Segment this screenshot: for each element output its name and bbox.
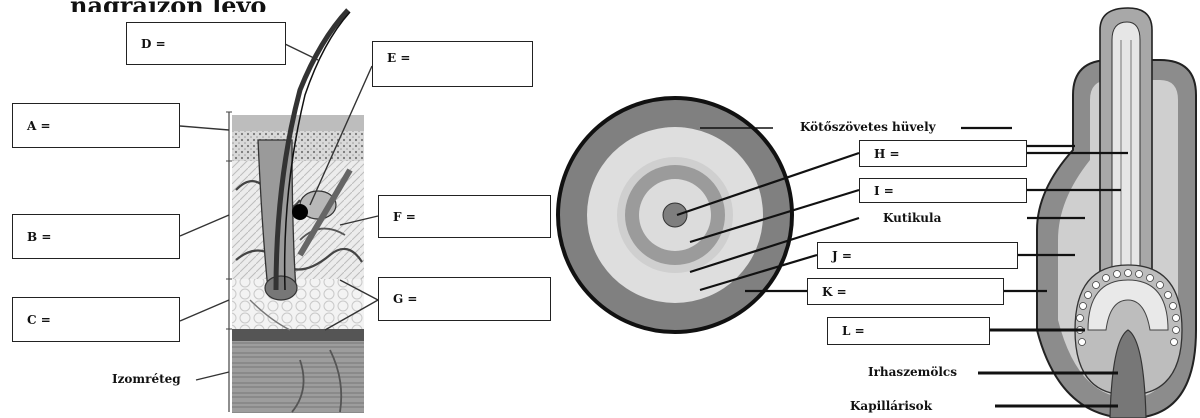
hair-follicle-longitudinal <box>1037 8 1196 418</box>
box-f-text: F = <box>393 210 416 224</box>
label-box-f[interactable]: F = <box>378 195 551 238</box>
sheath-label: Kötőszövetes hüvely <box>800 120 936 134</box>
box-g-text: G = <box>393 292 417 306</box>
box-k-text: K = <box>822 285 847 299</box>
label-box-k[interactable]: K = <box>807 278 1004 305</box>
box-l-text: L = <box>842 324 865 338</box>
label-box-c[interactable]: C = <box>12 297 180 342</box>
box-b-text: B = <box>27 230 51 244</box>
skin-section <box>226 10 364 413</box>
label-box-j[interactable]: J = <box>817 242 1018 269</box>
box-i-text: I = <box>874 184 894 198</box>
label-box-g[interactable]: G = <box>378 277 551 321</box>
capillaries-label: Kapillárisok <box>850 399 932 413</box>
box-h-text: H = <box>874 147 900 161</box>
box-d-text: D = <box>141 37 166 51</box>
papilla-label: Irhaszemölcs <box>868 365 957 379</box>
label-box-b[interactable]: B = <box>12 214 180 259</box>
box-e-text: E = <box>387 51 410 65</box>
box-j-text: J = <box>832 249 852 263</box>
label-box-l[interactable]: L = <box>827 317 990 345</box>
label-box-a[interactable]: A = <box>12 103 180 148</box>
label-box-h[interactable]: H = <box>859 140 1027 167</box>
hair-cross-section <box>558 98 792 332</box>
box-a-text: A = <box>27 119 51 133</box>
box-c-text: C = <box>27 313 51 327</box>
label-box-d[interactable]: D = <box>126 22 286 65</box>
cuticle-label: Kutikula <box>883 211 941 225</box>
label-box-i[interactable]: I = <box>859 178 1027 203</box>
label-box-e[interactable]: E = <box>372 41 533 87</box>
muscle-layer-label: Izomréteg <box>112 372 181 386</box>
